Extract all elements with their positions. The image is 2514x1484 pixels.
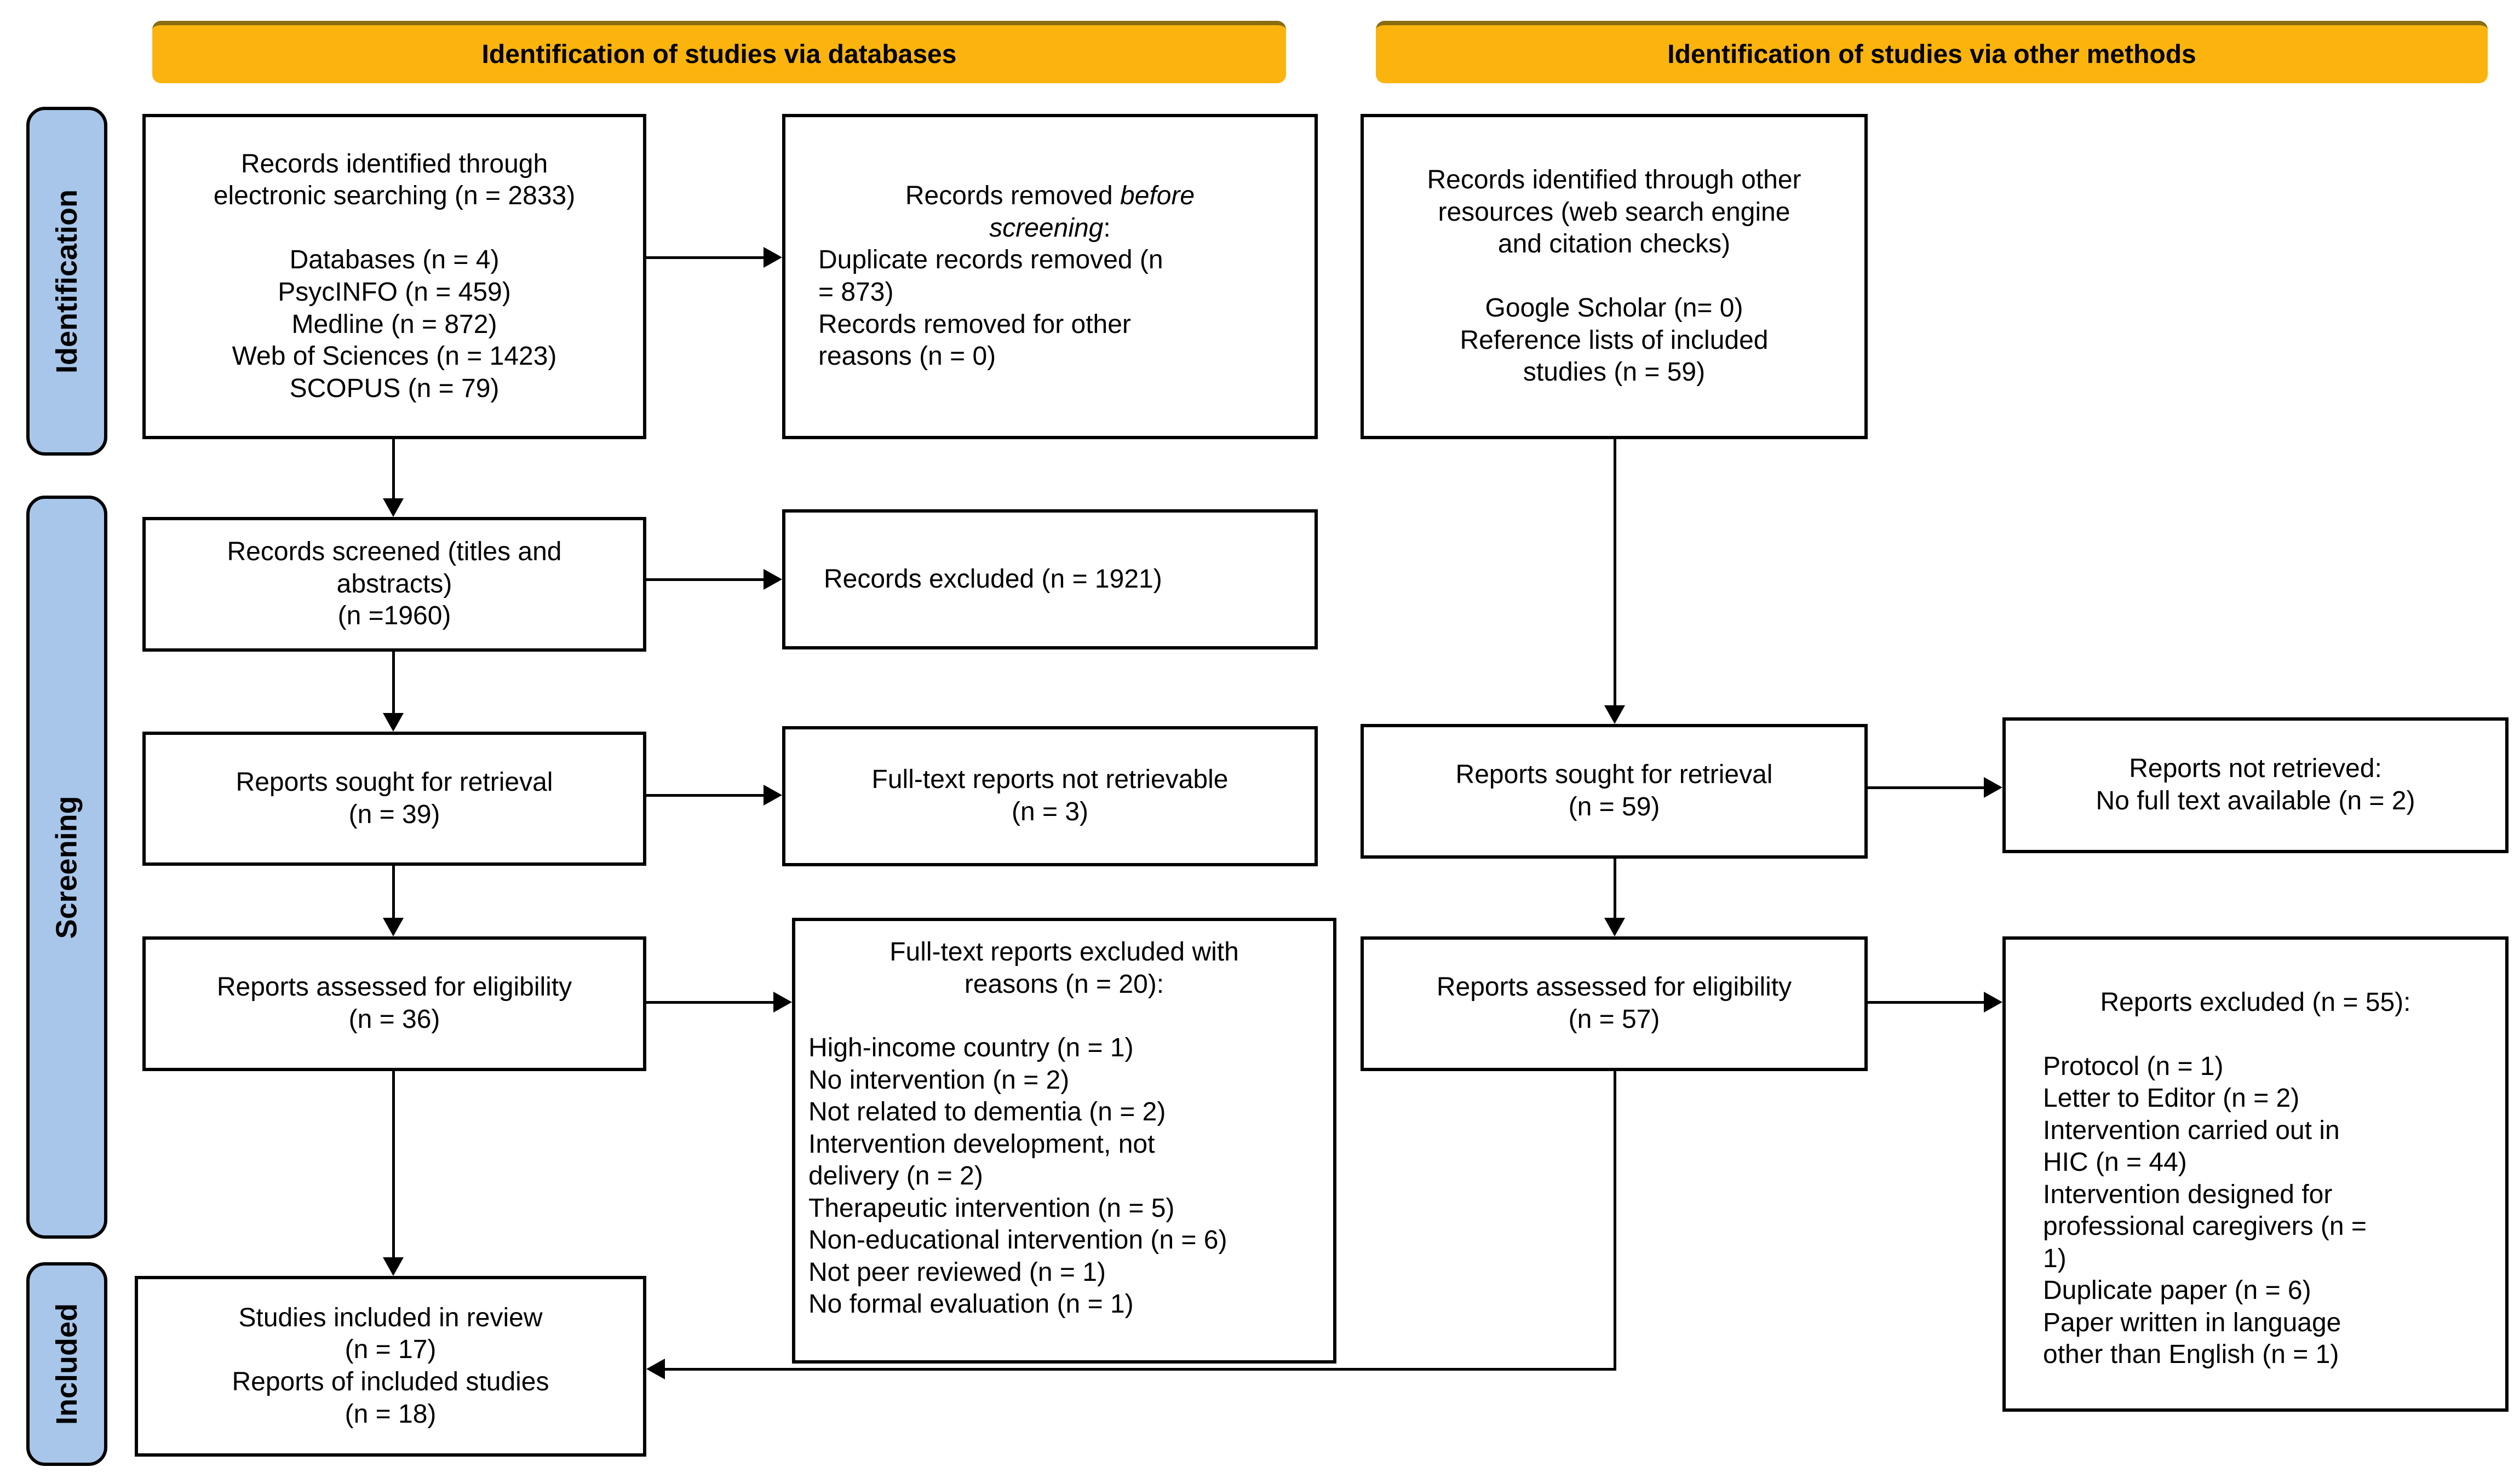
phase-label-identification: Identification [26, 107, 107, 456]
box-records-excluded: Records excluded (n = 1921) [782, 509, 1318, 649]
arrow-c2-to-c3-line [1614, 859, 1616, 918]
box-records-screened: Records screened (titles and abstracts) … [142, 517, 646, 652]
phase-label-screening: Screening [26, 496, 107, 1239]
arrow-a3-to-b3-line [646, 794, 764, 797]
arrow-a1-to-b1-line [646, 256, 764, 259]
box-fulltext-excluded-reasons: Full-text reports excluded with reasons … [792, 918, 1336, 1364]
column-header-databases-label: Identification of studies via databases [481, 39, 957, 69]
box-reports-not-retrieved: Reports not retrieved: No full text avai… [2002, 717, 2509, 853]
arrow-c3-to-a5-vline [1614, 1071, 1616, 1371]
arrow-c2-to-d1-head [1984, 777, 2002, 798]
column-header-databases: Identification of studies via databases [152, 21, 1286, 83]
arrow-c3-to-a5-head [646, 1359, 665, 1379]
italic-before-screening: before screening [989, 181, 1195, 243]
arrow-a3-to-a4-head [383, 918, 404, 936]
box-fulltext-excluded-title: Full-text reports excluded with reasons … [889, 937, 1239, 999]
arrow-c1-to-c2-line [1614, 439, 1616, 705]
arrow-a2-to-b2-line [646, 578, 764, 581]
arrow-a3-to-b3-head [764, 785, 782, 806]
arrow-a4-to-a5-line [392, 1071, 395, 1257]
arrow-a4-to-b4-head [773, 992, 792, 1013]
arrow-a1-to-a2-head [383, 498, 404, 517]
arrow-c2-to-d1-line [1868, 786, 1984, 789]
box-reports-excluded-other: Reports excluded (n = 55): Protocol (n =… [2002, 936, 2509, 1412]
arrow-c1-to-c2-head [1604, 705, 1625, 724]
arrow-a2-to-a3-head [383, 713, 404, 732]
arrow-a1-to-a2-line [392, 439, 395, 499]
phase-label-included: Included [26, 1262, 107, 1466]
arrow-a1-to-b1-head [764, 247, 782, 268]
arrow-c2-to-c3-head [1604, 918, 1625, 936]
arrow-a4-to-b4-line [646, 1001, 773, 1004]
box-reports-assessed-other: Reports assessed for eligibility (n = 57… [1361, 936, 1868, 1071]
box-reports-sought-other: Reports sought for retrieval (n = 59) [1361, 724, 1868, 859]
box-reports-excluded-items: Protocol (n = 1) Letter to Editor (n = 2… [2043, 1051, 2367, 1370]
column-header-other-methods-label: Identification of studies via other meth… [1667, 39, 2196, 69]
arrow-a4-to-a5-head [383, 1257, 404, 1276]
arrow-c3-to-d2-head [1984, 992, 2002, 1013]
arrow-a2-to-b2-head [764, 569, 782, 590]
box-records-identified-databases: Records identified through electronic se… [142, 114, 646, 439]
box-fulltext-not-retrievable: Full-text reports not retrievable (n = 3… [782, 726, 1318, 866]
box-records-identified-other: Records identified through other resourc… [1361, 114, 1868, 439]
box-records-removed-title: Records removed before screening: [905, 181, 1195, 243]
box-records-removed-items: Duplicate records removed (n = 873) Reco… [818, 245, 1163, 371]
box-records-removed-before-screening: Records removed before screening: Duplic… [782, 114, 1318, 439]
arrow-a3-to-a4-line [392, 866, 395, 918]
box-fulltext-excluded-items: High-income country (n = 1) No intervent… [808, 1033, 1227, 1319]
column-header-other-methods: Identification of studies via other meth… [1376, 21, 2488, 83]
box-reports-assessed-databases: Reports assessed for eligibility (n = 36… [142, 936, 646, 1071]
box-studies-included: Studies included in review (n = 17) Repo… [135, 1276, 646, 1457]
box-reports-excluded-title: Reports excluded (n = 55): [2100, 988, 2411, 1017]
arrow-c3-to-d2-line [1868, 1001, 1984, 1004]
arrow-c3-to-a5-hline [664, 1368, 1616, 1371]
arrow-a2-to-a3-line [392, 652, 395, 713]
box-reports-sought-databases: Reports sought for retrieval (n = 39) [142, 732, 646, 866]
